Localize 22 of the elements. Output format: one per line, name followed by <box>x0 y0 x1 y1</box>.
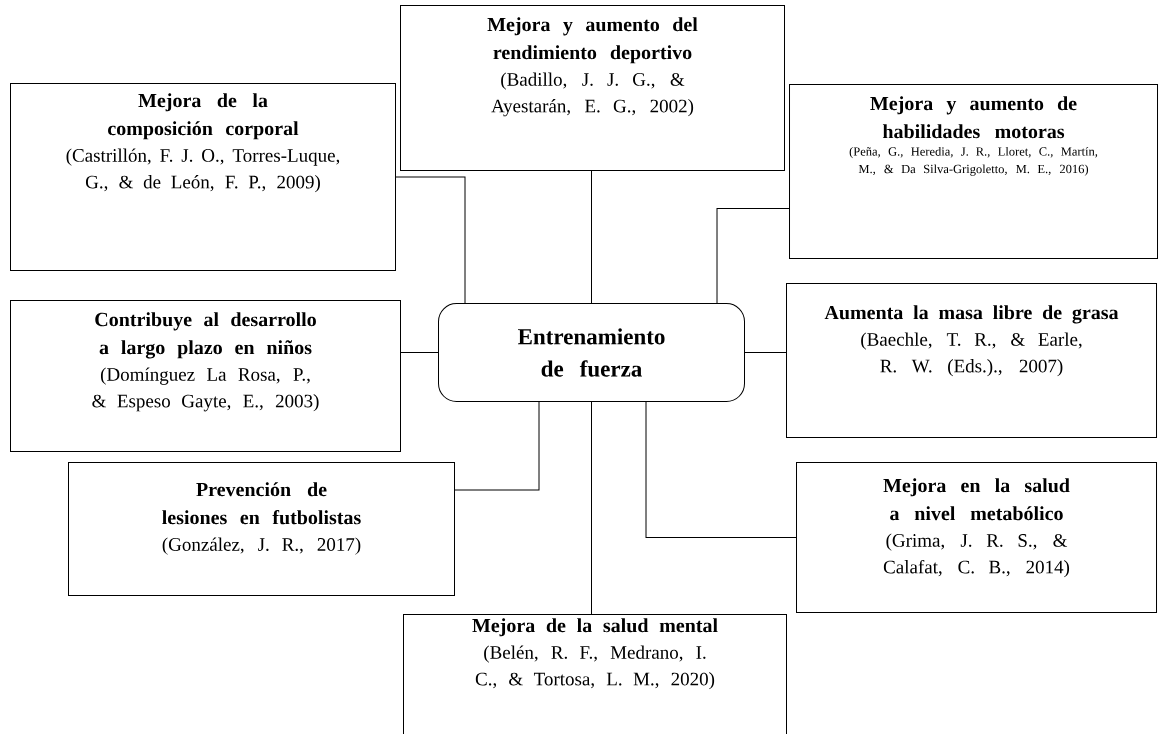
box-heading: Mejora y aumento de habilidades motoras <box>870 96 1077 139</box>
box-heading: Mejora de la salud mental <box>472 618 718 637</box>
connector-line <box>744 352 787 353</box>
box-heading: Aumenta la masa libre de grasa <box>824 305 1119 324</box>
box-heading: Mejora en la salud a nivel metabólico <box>883 478 1070 521</box>
connector-line <box>400 352 439 353</box>
connector-line <box>395 176 466 304</box>
citation-text: (Castrillón, F. J. O., Torres-Luque, G., & de León, F. P., 2009) <box>66 148 340 193</box>
box-heading: Mejora y aumento del rendimiento deportivo <box>487 17 698 64</box>
connector-line <box>591 401 592 615</box>
citation-text: (Domínguez La Rosa, P., & Espeso Gayte, E., 2003) <box>92 367 319 412</box>
box-heading: Contribuye al desarrollo a largo plazo en niños <box>95 312 316 359</box>
box-heading: Prevención de lesiones en futbolistas <box>162 482 361 525</box>
connector-line <box>591 170 592 304</box>
citation-text: (Badillo, J. J. G., & Ayestarán, E. G., 2002) <box>491 72 694 117</box>
box-heading: Mejora de la composición corporal <box>108 93 299 140</box>
citation-text: (Baechle, T. R., & Earle, R. W. (Eds.)., 2007) <box>861 332 1082 377</box>
citation-text: (Belén, R. F., Medrano, I. C., & Tortosa, L. M., 2020) <box>475 645 715 690</box>
citation-text: (González, J. R., 2017) <box>162 537 361 555</box>
citation-text: (Peña, G., Heredia, J. R., Lloret, C., Martín, M., & Da Silva-Grigoletto, M. E., 2016) <box>849 146 1098 176</box>
box-heading: Entrenamiento de fuerza <box>518 328 665 377</box>
citation-text: (Grima, J. R. S., & Calafat, C. B., 2014) <box>883 533 1070 578</box>
